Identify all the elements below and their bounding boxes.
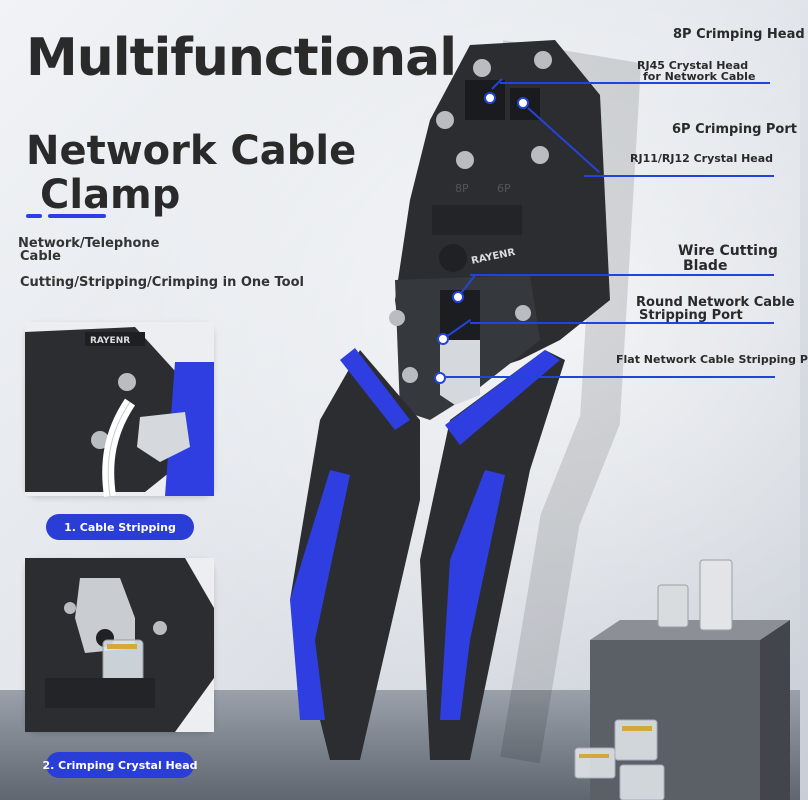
callout-6p-crimping-port: 6P Crimping Port [672, 122, 797, 137]
leader-round-strip [470, 322, 774, 324]
callout-flat-strip: Flat Network Cable Stripping P [616, 353, 808, 366]
title-underline [26, 214, 42, 218]
spare-blades-image [657, 559, 733, 631]
intro-line1a: Network/Telephone [18, 236, 160, 251]
rj45-connectors-image [574, 719, 665, 800]
step1-cable-stripping: 1. Cable Stripping [46, 514, 194, 540]
callout-round-strip-line1: Round Network Cable [636, 295, 795, 310]
marker-wire-cutting [452, 291, 464, 303]
headline: Multifunctional [26, 28, 457, 88]
callout-wire-cutting-line2: Blade [683, 258, 728, 274]
title-underline-accent [48, 214, 106, 218]
inset-cable-stripping: RAYENR [25, 322, 214, 497]
subheadline-line1: Network Cable [26, 128, 357, 174]
callout-rj45-line1: RJ45 Crystal Head [637, 59, 749, 72]
svg-text:RAYENR: RAYENR [90, 336, 130, 346]
step2-crimping-crystal-head: 2. Crimping Crystal Head [42, 752, 198, 778]
marker-rj45 [484, 92, 496, 104]
leader-rj45 [500, 82, 770, 84]
leader-rj11 [584, 175, 774, 177]
intro-line1b: Cable [20, 249, 61, 264]
callout-8p-crimping-head: 8P Crimping Head [673, 27, 805, 42]
crimping-crystal-head-image [25, 558, 214, 732]
callout-round-strip-line2: Stripping Port [639, 308, 743, 323]
callout-wire-cutting-line1: Wire Cutting [678, 243, 778, 259]
subheadline-line2: Clamp [40, 172, 181, 218]
marker-rj11 [517, 97, 529, 109]
inset-crimping-crystal-head [25, 558, 214, 732]
tool-mark-6p: 6P [497, 182, 511, 195]
leader-wire-cutting [470, 274, 774, 276]
intro-line2: Cutting/Stripping/Crimping in One Tool [20, 275, 304, 290]
callout-rj11: RJ11/RJ12 Crystal Head [630, 152, 774, 165]
stone-cube-image [590, 620, 790, 800]
tool-mark-8p: 8P [455, 182, 469, 195]
marker-round-strip [437, 333, 449, 345]
cable-stripping-image: RAYENR [25, 322, 214, 497]
marker-flat-strip [434, 372, 446, 384]
leader-flat-strip [445, 376, 775, 378]
callout-rj45-line2: for Network Cable [643, 70, 756, 83]
